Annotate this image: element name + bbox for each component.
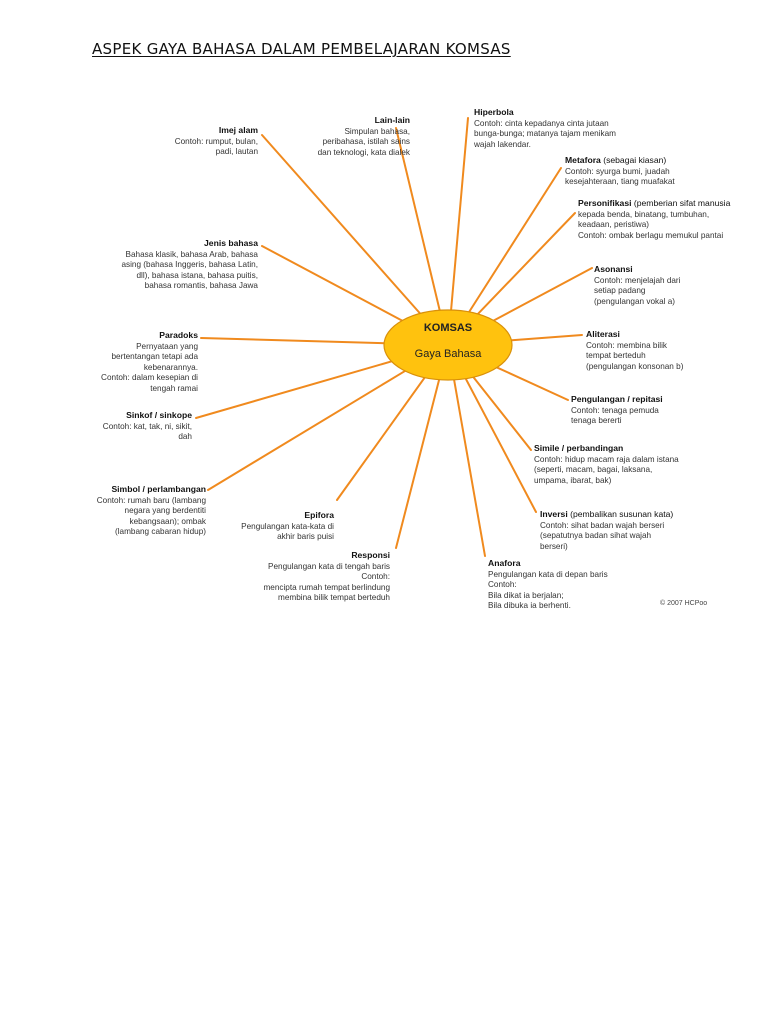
spoke-inversi	[464, 376, 537, 513]
spoke-hiperbola	[450, 117, 469, 312]
node-body: Pengulangan kata di depan baris Contoh: …	[488, 569, 608, 611]
node-paradoks: Paradoks Pernyataan yang bertentangan te…	[90, 330, 198, 395]
spoke-simbol	[207, 369, 407, 491]
hub-ellipse	[383, 309, 513, 381]
node-body: Pengulangan kata di tengah baris Contoh:…	[263, 561, 390, 603]
spoke-metafora	[467, 167, 562, 314]
node-body: Contoh: sihat badan wajah berseri (sepat…	[540, 520, 665, 551]
node-body: Contoh: tenaga pemuda tenaga bererti	[571, 405, 659, 426]
node-heading: Responsi	[351, 550, 390, 560]
node-simbol: Simbol / perlambangan Contoh: rumah baru…	[74, 484, 206, 538]
hub-title: KOMSAS	[423, 322, 473, 334]
page-title: ASPEK GAYA BAHASA DALAM PEMBELAJARAN KOM…	[92, 40, 511, 58]
spoke-paradoks	[200, 337, 387, 345]
node-aliterasi: Aliterasi Contoh: membina bilik tempat b…	[586, 329, 726, 372]
node-heading: Simile / perbandingan	[534, 443, 624, 453]
node-hiperbola: Hiperbola Contoh: cinta kepadanya cinta …	[474, 107, 644, 150]
node-anafora: Anafora Pengulangan kata di depan baris …	[488, 558, 638, 612]
node-heading: Anafora	[488, 558, 521, 568]
node-heading-extra: (pemberian sifat manusia	[631, 198, 731, 208]
node-body: Contoh: menjelajah dari setiap padang (p…	[594, 275, 681, 306]
node-body: Bahasa klasik, bahasa Arab, bahasa asing…	[121, 249, 258, 291]
node-inversi: Inversi (pembalikan susunan kata) Contoh…	[540, 509, 705, 552]
node-heading: Asonansi	[594, 264, 633, 274]
node-heading: Hiperbola	[474, 107, 514, 117]
node-heading-text: Inversi	[540, 509, 568, 519]
node-body: Contoh: cinta kepadanya cinta jutaan bun…	[474, 118, 616, 149]
spokes	[195, 117, 593, 557]
node-heading: Sinkof / sinkope	[126, 410, 192, 420]
node-heading: Aliterasi	[586, 329, 620, 339]
node-heading: Personifikasi (pemberian sifat manusia	[578, 198, 730, 208]
node-simile: Simile / perbandingan Contoh: hidup maca…	[534, 443, 709, 486]
node-heading: Paradoks	[159, 330, 198, 340]
spoke-responsi	[395, 377, 441, 549]
node-body: kepada benda, binatang, tumbuhan, keadaa…	[578, 209, 724, 240]
spoke-pengulangan	[495, 366, 569, 401]
node-asonansi: Asonansi Contoh: menjelajah dari setiap …	[594, 264, 714, 307]
node-heading: Pengulangan / repitasi	[571, 394, 663, 404]
spoke-asonansi	[491, 267, 593, 323]
node-body: Contoh: membina bilik tempat berteduh (p…	[586, 340, 684, 371]
node-body: Contoh: syurga bumi, juadah kesejahteraa…	[565, 166, 675, 187]
copyright-text: © 2007 HCPoo	[660, 600, 708, 607]
node-sinkof: Sinkof / sinkope Contoh: kat, tak, ni, s…	[86, 410, 192, 443]
spoke-aliterasi	[509, 334, 583, 342]
spoke-personifikasi	[476, 212, 576, 316]
spoke-jenis-bahasa	[261, 245, 405, 323]
spoke-imej-alam	[261, 134, 422, 316]
hub-subtitle: Gaya Bahasa	[414, 348, 482, 360]
node-heading-extra: (pembalikan susunan kata)	[567, 509, 674, 519]
node-heading: Epifora	[304, 510, 334, 520]
node-heading-text: Personifikasi	[578, 198, 632, 208]
node-epifora: Epifora Pengulangan kata-kata di akhir b…	[226, 510, 334, 543]
node-lain-lain: Lain-lain Simpulan bahasa, peribahasa, i…	[270, 115, 410, 158]
spoke-simile	[471, 375, 532, 451]
node-body: Contoh: kat, tak, ni, sikit, dah	[102, 421, 192, 442]
node-body: Pengulangan kata-kata di akhir baris pui…	[241, 521, 334, 542]
node-jenis-bahasa: Jenis bahasa Bahasa klasik, bahasa Arab,…	[100, 238, 258, 292]
spoke-epifora	[336, 375, 427, 501]
node-body: Simpulan bahasa, peribahasa, istilah sai…	[317, 126, 410, 157]
node-responsi: Responsi Pengulangan kata di tengah bari…	[262, 550, 390, 604]
node-pengulangan: Pengulangan / repitasi Contoh: tenaga pe…	[571, 394, 711, 427]
spoke-sinkof	[195, 360, 394, 419]
node-heading-text: Metafora	[565, 155, 601, 165]
node-heading: Simbol / perlambangan	[111, 484, 206, 494]
node-heading: Lain-lain	[374, 115, 410, 125]
node-heading: Inversi (pembalikan susunan kata)	[540, 509, 673, 519]
node-personifikasi: Personifikasi (pemberian sifat manusia k…	[578, 198, 748, 241]
spoke-anafora	[452, 378, 486, 557]
node-body: Contoh: hidup macam raja dalam istana (s…	[534, 454, 679, 485]
node-heading: Jenis bahasa	[204, 238, 258, 248]
node-body: Contoh: rumput, bulan, padi, lautan	[174, 136, 258, 157]
node-body: Contoh: rumah baru (lambang negara yang …	[96, 495, 206, 537]
node-heading: Metafora (sebagai kiasan)	[565, 155, 666, 165]
spoke-lain-lain	[395, 127, 441, 312]
node-body: Pernyataan yang bertentangan tetapi ada …	[101, 341, 198, 393]
node-heading-extra: (sebagai kiasan)	[600, 155, 667, 165]
node-imej-alam: Imej alam Contoh: rumput, bulan, padi, l…	[120, 125, 258, 158]
node-metafora: Metafora (sebagai kiasan) Contoh: syurga…	[565, 155, 715, 188]
node-heading: Imej alam	[218, 125, 258, 135]
